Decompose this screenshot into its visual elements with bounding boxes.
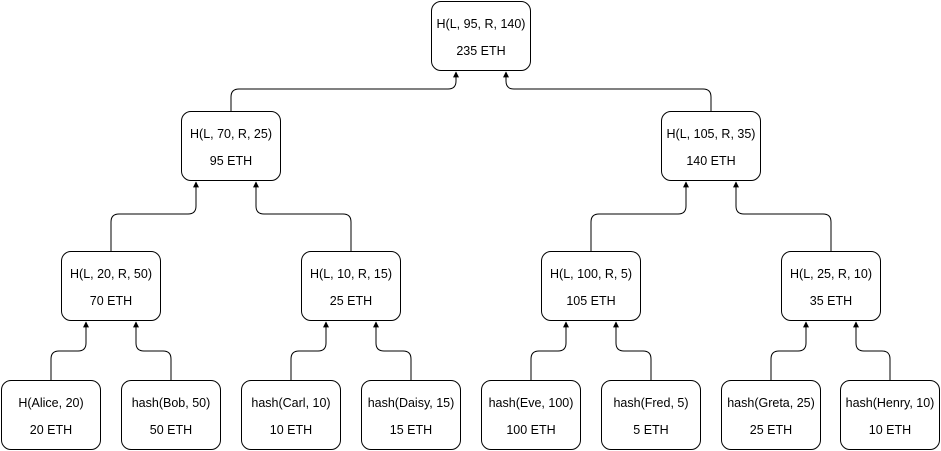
leaf-bob: hash(Bob, 50) 50 ETH (121, 380, 221, 450)
node-carl-daisy: H(L, 10, R, 15) 25 ETH (301, 251, 401, 321)
edge-right-to-root (503, 71, 712, 111)
leaf-alice: H(Alice, 20) 20 ETH (1, 380, 101, 450)
leaf-carl: hash(Carl, 10) 10 ETH (241, 380, 341, 450)
node-carl-daisy-hash: H(L, 10, R, 15) (310, 267, 392, 281)
leaf-fred-amount: 5 ETH (633, 423, 669, 437)
root-node: H(L, 95, R, 140) 235 ETH (431, 1, 531, 71)
leaf-greta-amount: 25 ETH (749, 423, 793, 437)
edge-bob-to-ll (133, 321, 172, 380)
edge-henry-to-rr (853, 321, 891, 380)
leaf-carl-hash: hash(Carl, 10) (251, 396, 331, 410)
node-greta-henry-hash: H(L, 25, R, 10) (790, 267, 872, 281)
leaf-greta: hash(Greta, 25) 25 ETH (721, 380, 821, 450)
leaf-daisy-amount: 15 ETH (389, 423, 433, 437)
leaf-eve: hash(Eve, 100) 100 ETH (481, 380, 581, 450)
node-carl-daisy-amount: 25 ETH (329, 294, 373, 308)
node-eve-fred-amount: 105 ETH (566, 294, 616, 308)
right-subtree-hash: H(L, 105, R, 35) (666, 127, 756, 141)
leaf-greta-hash: hash(Greta, 25) (727, 396, 815, 410)
leaf-fred: hash(Fred, 5) 5 ETH (601, 380, 701, 450)
leaf-henry: hash(Henry, 10) 10 ETH (840, 380, 940, 450)
edge-eve-to-rl (530, 321, 569, 380)
right-subtree-node: H(L, 105, R, 35) 140 ETH (661, 111, 761, 181)
leaf-bob-hash: hash(Bob, 50) (131, 396, 211, 410)
leaf-carl-amount: 10 ETH (269, 423, 313, 437)
edge-rl-to-right (590, 181, 689, 251)
leaf-alice-hash: H(Alice, 20) (18, 396, 84, 410)
left-subtree-hash: H(L, 70, R, 25) (190, 127, 272, 141)
leaf-alice-amount: 20 ETH (29, 423, 73, 437)
edge-fred-to-rl (613, 321, 652, 380)
leaf-eve-hash: hash(Eve, 100) (488, 396, 574, 410)
root-hash: H(L, 95, R, 140) (436, 17, 526, 31)
edge-alice-to-ll (50, 321, 89, 380)
node-eve-fred-hash: H(L, 100, R, 5) (550, 267, 632, 281)
root-amount: 235 ETH (456, 44, 506, 58)
leaf-henry-amount: 10 ETH (868, 423, 912, 437)
node-alice-bob-hash: H(L, 20, R, 50) (70, 267, 152, 281)
node-eve-fred: H(L, 100, R, 5) 105 ETH (541, 251, 641, 321)
edge-rr-to-right (733, 181, 832, 251)
edge-left-to-root (230, 71, 459, 111)
node-alice-bob: H(L, 20, R, 50) 70 ETH (61, 251, 161, 321)
left-subtree-node: H(L, 70, R, 25) 95 ETH (181, 111, 281, 181)
node-alice-bob-amount: 70 ETH (89, 294, 133, 308)
leaf-daisy-hash: hash(Daisy, 15) (367, 396, 455, 410)
leaf-daisy: hash(Daisy, 15) 15 ETH (361, 380, 461, 450)
node-greta-henry-amount: 35 ETH (809, 294, 853, 308)
left-subtree-amount: 95 ETH (209, 154, 253, 168)
edge-greta-to-rr (770, 321, 809, 380)
right-subtree-amount: 140 ETH (686, 154, 736, 168)
leaf-bob-amount: 50 ETH (149, 423, 193, 437)
edge-lr-to-left (253, 181, 352, 251)
leaf-eve-amount: 100 ETH (506, 423, 556, 437)
leaf-henry-hash: hash(Henry, 10) (845, 396, 935, 410)
leaf-fred-hash: hash(Fred, 5) (613, 396, 689, 410)
edge-ll-to-left (110, 181, 199, 251)
edge-daisy-to-lr (373, 321, 412, 380)
edge-carl-to-lr (290, 321, 329, 380)
node-greta-henry: H(L, 25, R, 10) 35 ETH (781, 251, 881, 321)
